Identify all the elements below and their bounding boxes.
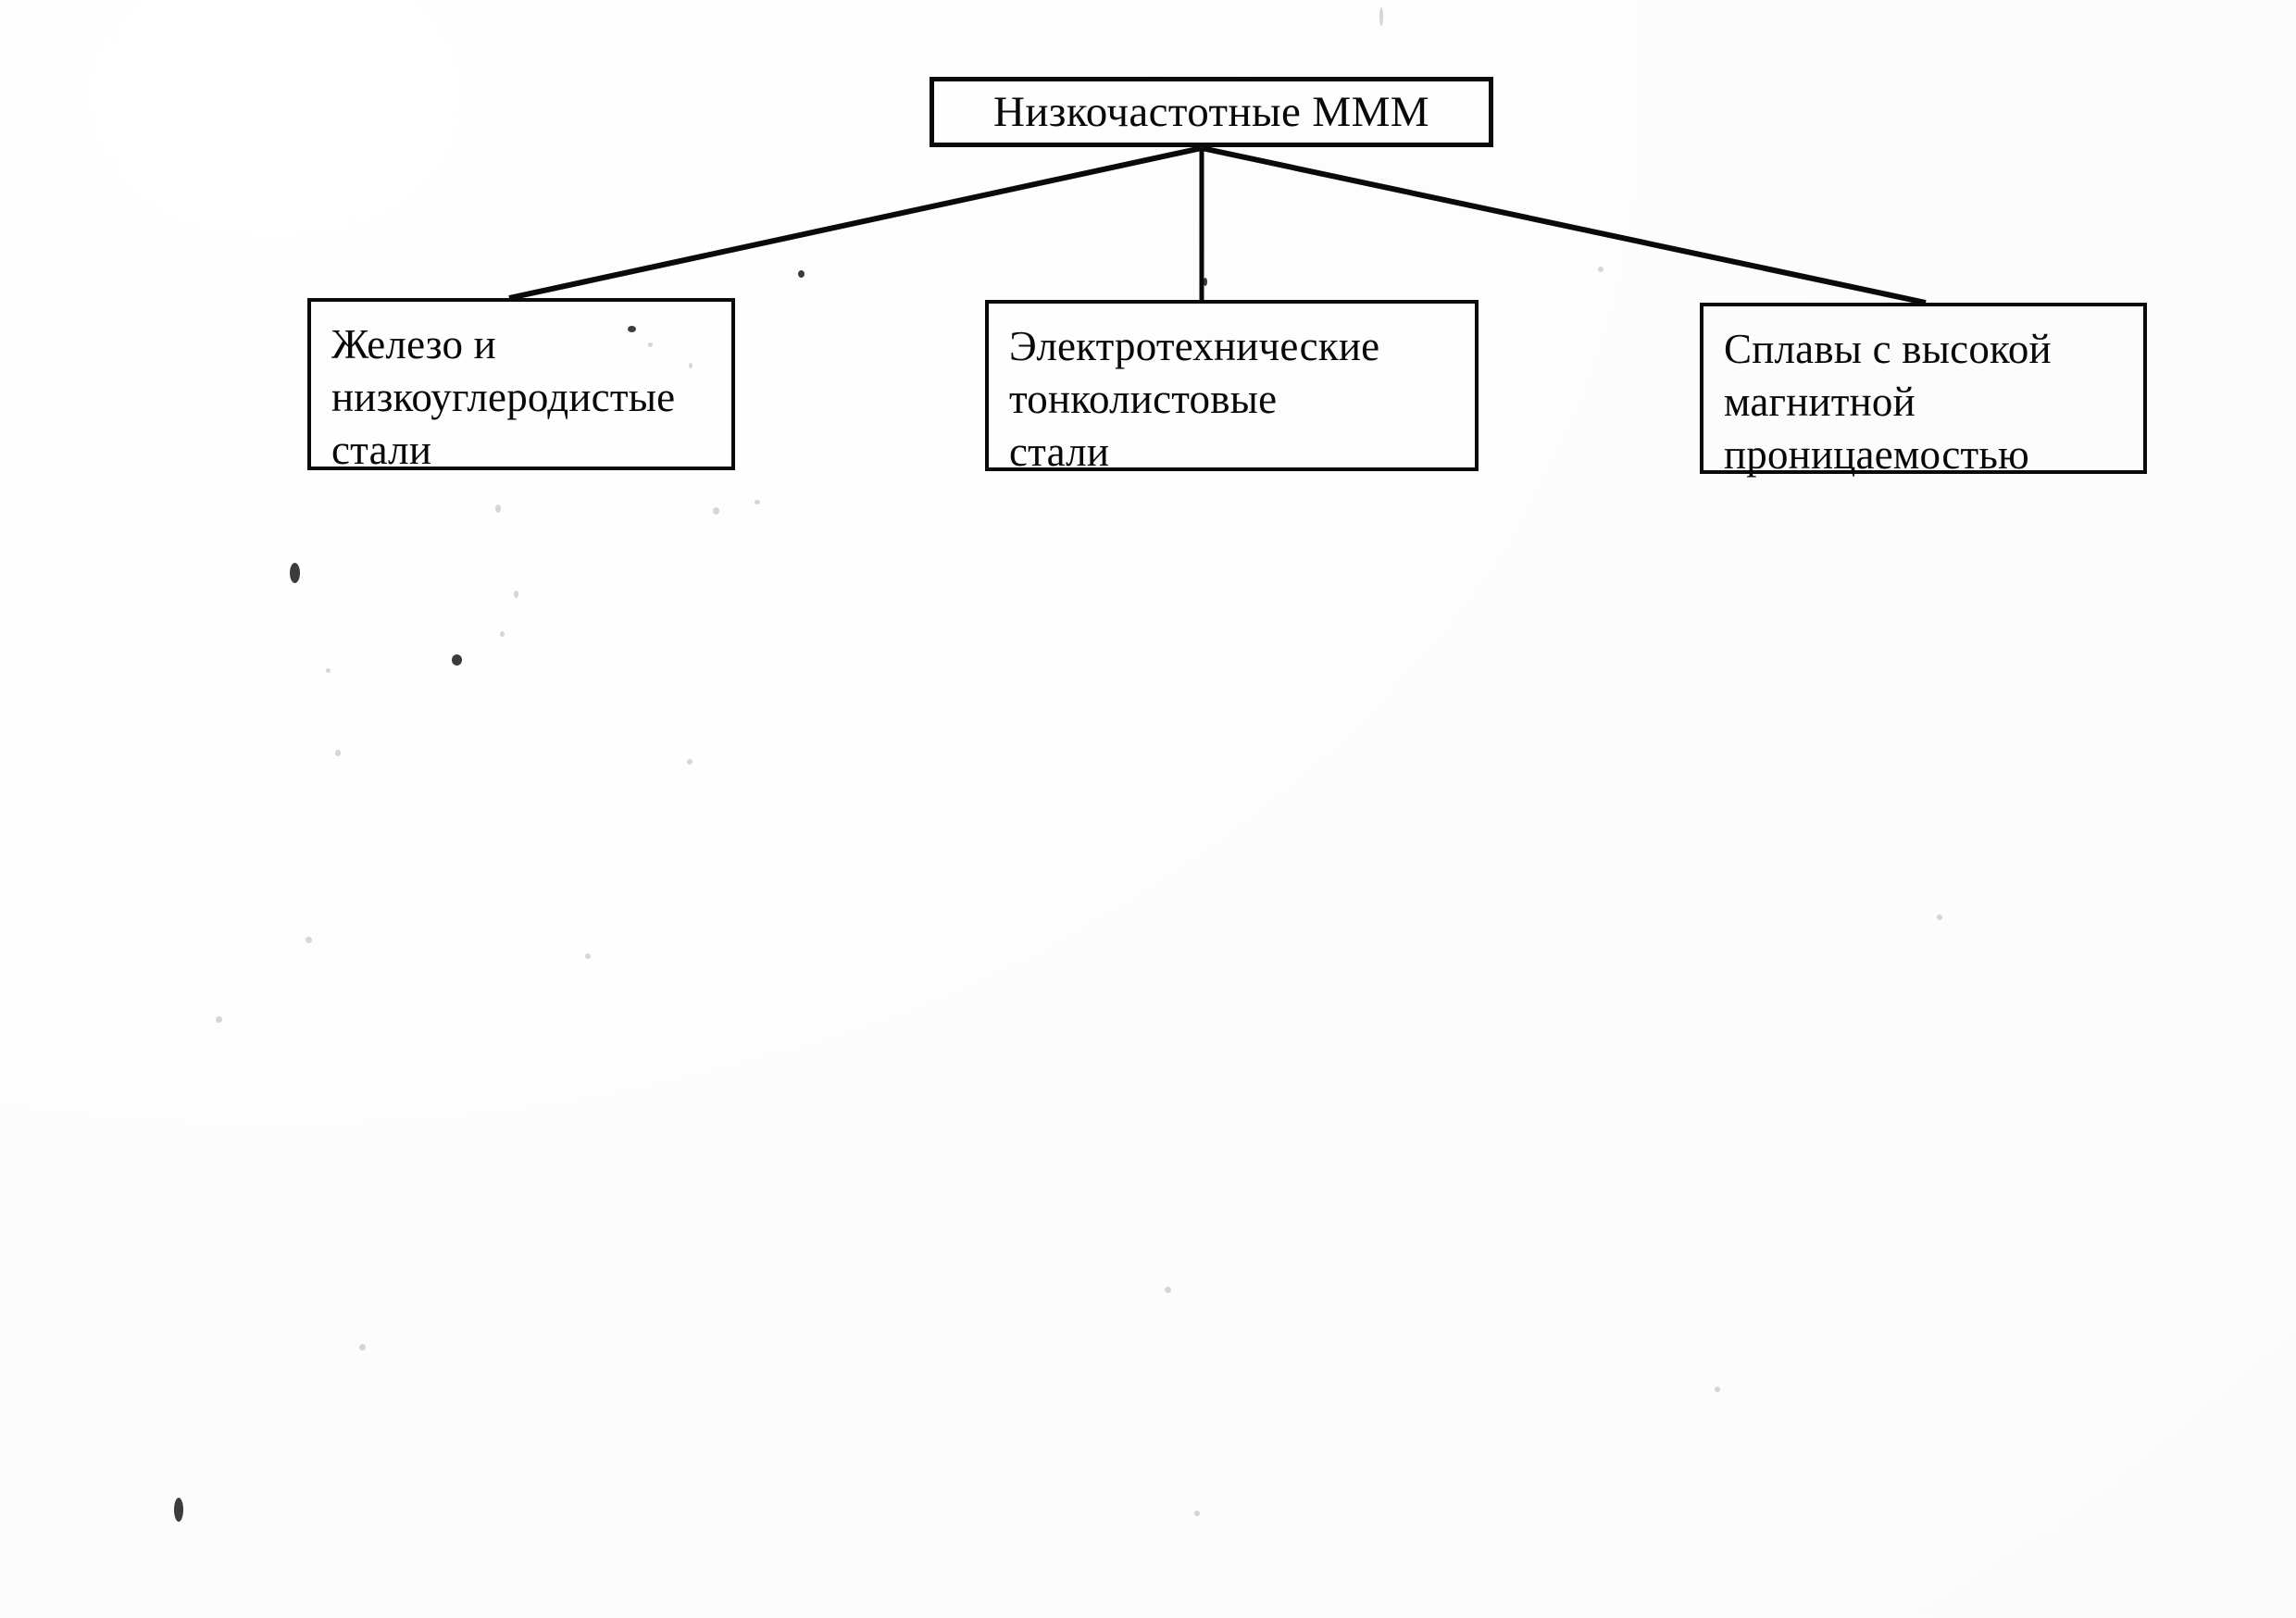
scan-speck	[1379, 7, 1383, 26]
node-alloys-label: Сплавы с высокой магнитной проницаемость…	[1724, 326, 2052, 478]
scan-speck	[1937, 915, 1942, 920]
scan-speck	[500, 631, 505, 637]
scan-speck	[495, 504, 501, 513]
scan-speck	[585, 953, 591, 959]
scan-speck	[1165, 1287, 1171, 1293]
scan-speck	[687, 759, 693, 765]
scan-speck	[174, 1498, 183, 1522]
scan-speck	[306, 937, 312, 943]
node-high-permeability-alloys[interactable]: Сплавы с высокой магнитной проницаемость…	[1700, 303, 2147, 478]
node-electrical-sheet-steels[interactable]: Электротехнические тонколистовые стали	[985, 300, 1479, 475]
scan-speck	[1204, 278, 1207, 286]
node-iron-and-low-carbon-steels[interactable]: Железо и низкоуглеродистые стали	[307, 298, 735, 473]
scan-speck	[452, 654, 462, 666]
node-root-lowfrequency-mmm[interactable]: Низкочастотные МММ	[930, 77, 1493, 147]
scan-speck	[798, 270, 805, 278]
scan-speck	[1598, 267, 1603, 272]
scan-speck	[514, 591, 518, 598]
scan-speck	[216, 1016, 222, 1023]
scan-speck	[326, 668, 331, 673]
scan-speck	[290, 563, 300, 583]
node-electrical-label: Электротехнические тонколистовые стали	[1009, 323, 1380, 475]
scan-speck	[755, 500, 760, 504]
scan-speck	[713, 507, 719, 515]
scan-speck	[1194, 1511, 1200, 1516]
scan-speck	[628, 326, 636, 332]
node-iron-label: Железо и низкоуглеродистые стали	[331, 321, 676, 473]
scan-speck	[648, 342, 653, 347]
scan-speck	[689, 363, 693, 368]
scan-speck	[335, 750, 341, 756]
node-root-label: Низкочастотные МММ	[992, 88, 1429, 136]
scan-speck	[1715, 1387, 1720, 1392]
scan-speck	[359, 1344, 366, 1350]
